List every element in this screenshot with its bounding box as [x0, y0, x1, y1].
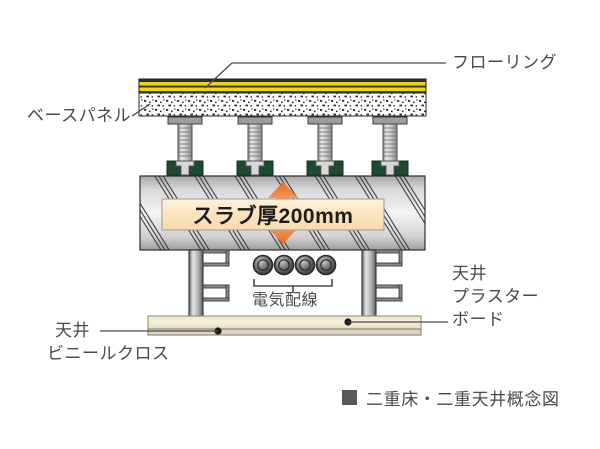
- pedestal-support: [236, 116, 274, 176]
- diagram-caption: 二重床・二重天井概念図: [342, 385, 560, 410]
- label-ceiling-plaster-board-line2: プラスター: [452, 287, 540, 306]
- conduit-circle: [294, 254, 316, 276]
- flooring-layer-group: [138, 78, 427, 94]
- pedestal-support: [371, 116, 409, 176]
- leader-flooring-diagonal: [204, 62, 233, 89]
- ceiling-hanger: [188, 249, 230, 319]
- label-ceiling-vinyl-cloth-line1: 天井: [55, 321, 90, 340]
- label-flooring: フローリング: [452, 53, 557, 72]
- label-ceiling-plaster-board-line1: 天井: [452, 264, 487, 283]
- ceiling-vinyl-cloth-layer: [147, 328, 422, 336]
- slab-thickness-callout: [161, 198, 385, 231]
- electrical-conduit-group: [252, 254, 337, 293]
- caption-square-icon: [342, 390, 357, 405]
- pedestal-support: [306, 116, 344, 176]
- ceiling-hanger-group: [188, 249, 403, 319]
- base-panel-layer: [138, 92, 427, 117]
- label-electrical-wiring: 電気配線: [252, 292, 319, 309]
- ceiling-hanger: [361, 249, 403, 319]
- leader-base-panel: [131, 103, 151, 117]
- caption-text: 二重床・二重天井概念図: [366, 390, 560, 409]
- conduit-bracket: [253, 279, 333, 293]
- label-slab-thickness: スラブ厚200mm: [192, 204, 354, 228]
- leader-line-group: [100, 62, 448, 332]
- ceiling-plaster-board: [147, 315, 422, 336]
- label-base-panel: ベースパネル: [27, 106, 132, 125]
- pedestal-support: [166, 116, 204, 176]
- conduit-circle: [315, 254, 337, 276]
- label-ceiling-plaster-board-line3: ボード: [452, 310, 505, 329]
- conduit-circle: [252, 254, 274, 276]
- pedestal-support-group: [166, 116, 409, 176]
- label-ceiling-vinyl-cloth-line2: ビニールクロス: [47, 344, 170, 363]
- arrow-up-icon: [268, 182, 298, 214]
- conduit-circle: [273, 254, 295, 276]
